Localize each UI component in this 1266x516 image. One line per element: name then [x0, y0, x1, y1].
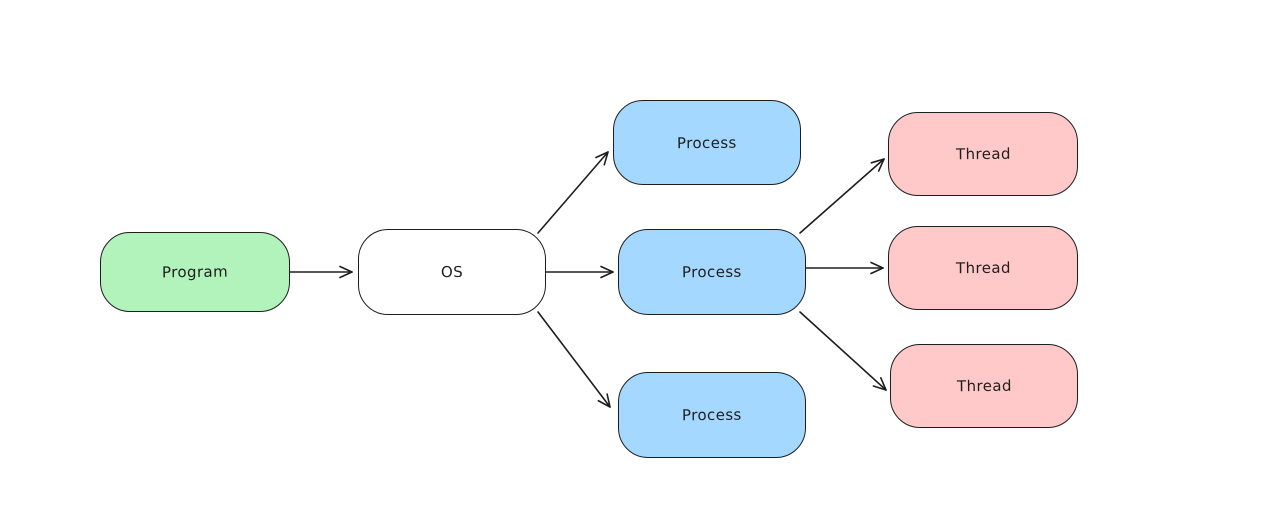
node-os[interactable]: OS: [358, 229, 546, 315]
node-label: Process: [682, 262, 742, 282]
edge-os-to-process-1[interactable]: [537, 151, 609, 234]
node-process-3[interactable]: Process: [618, 372, 806, 458]
node-thread-2[interactable]: Thread: [888, 226, 1078, 310]
edge-process-2-to-thread-1[interactable]: [799, 158, 885, 234]
node-label: Thread: [955, 258, 1011, 278]
node-program[interactable]: Program: [100, 232, 290, 312]
node-process-1[interactable]: Process: [613, 100, 801, 185]
edge-process-2-to-thread-3[interactable]: [799, 311, 887, 391]
node-label: Program: [161, 262, 229, 282]
node-thread-3[interactable]: Thread: [890, 344, 1078, 428]
node-label: Process: [682, 405, 742, 425]
node-label: Process: [677, 133, 737, 152]
edge-os-to-process-3[interactable]: [537, 311, 611, 408]
node-label: OS: [440, 262, 464, 282]
node-thread-1[interactable]: Thread: [888, 112, 1078, 196]
node-process-2[interactable]: Process: [618, 229, 806, 315]
node-label: Thread: [956, 376, 1012, 396]
node-label: Thread: [955, 144, 1011, 164]
